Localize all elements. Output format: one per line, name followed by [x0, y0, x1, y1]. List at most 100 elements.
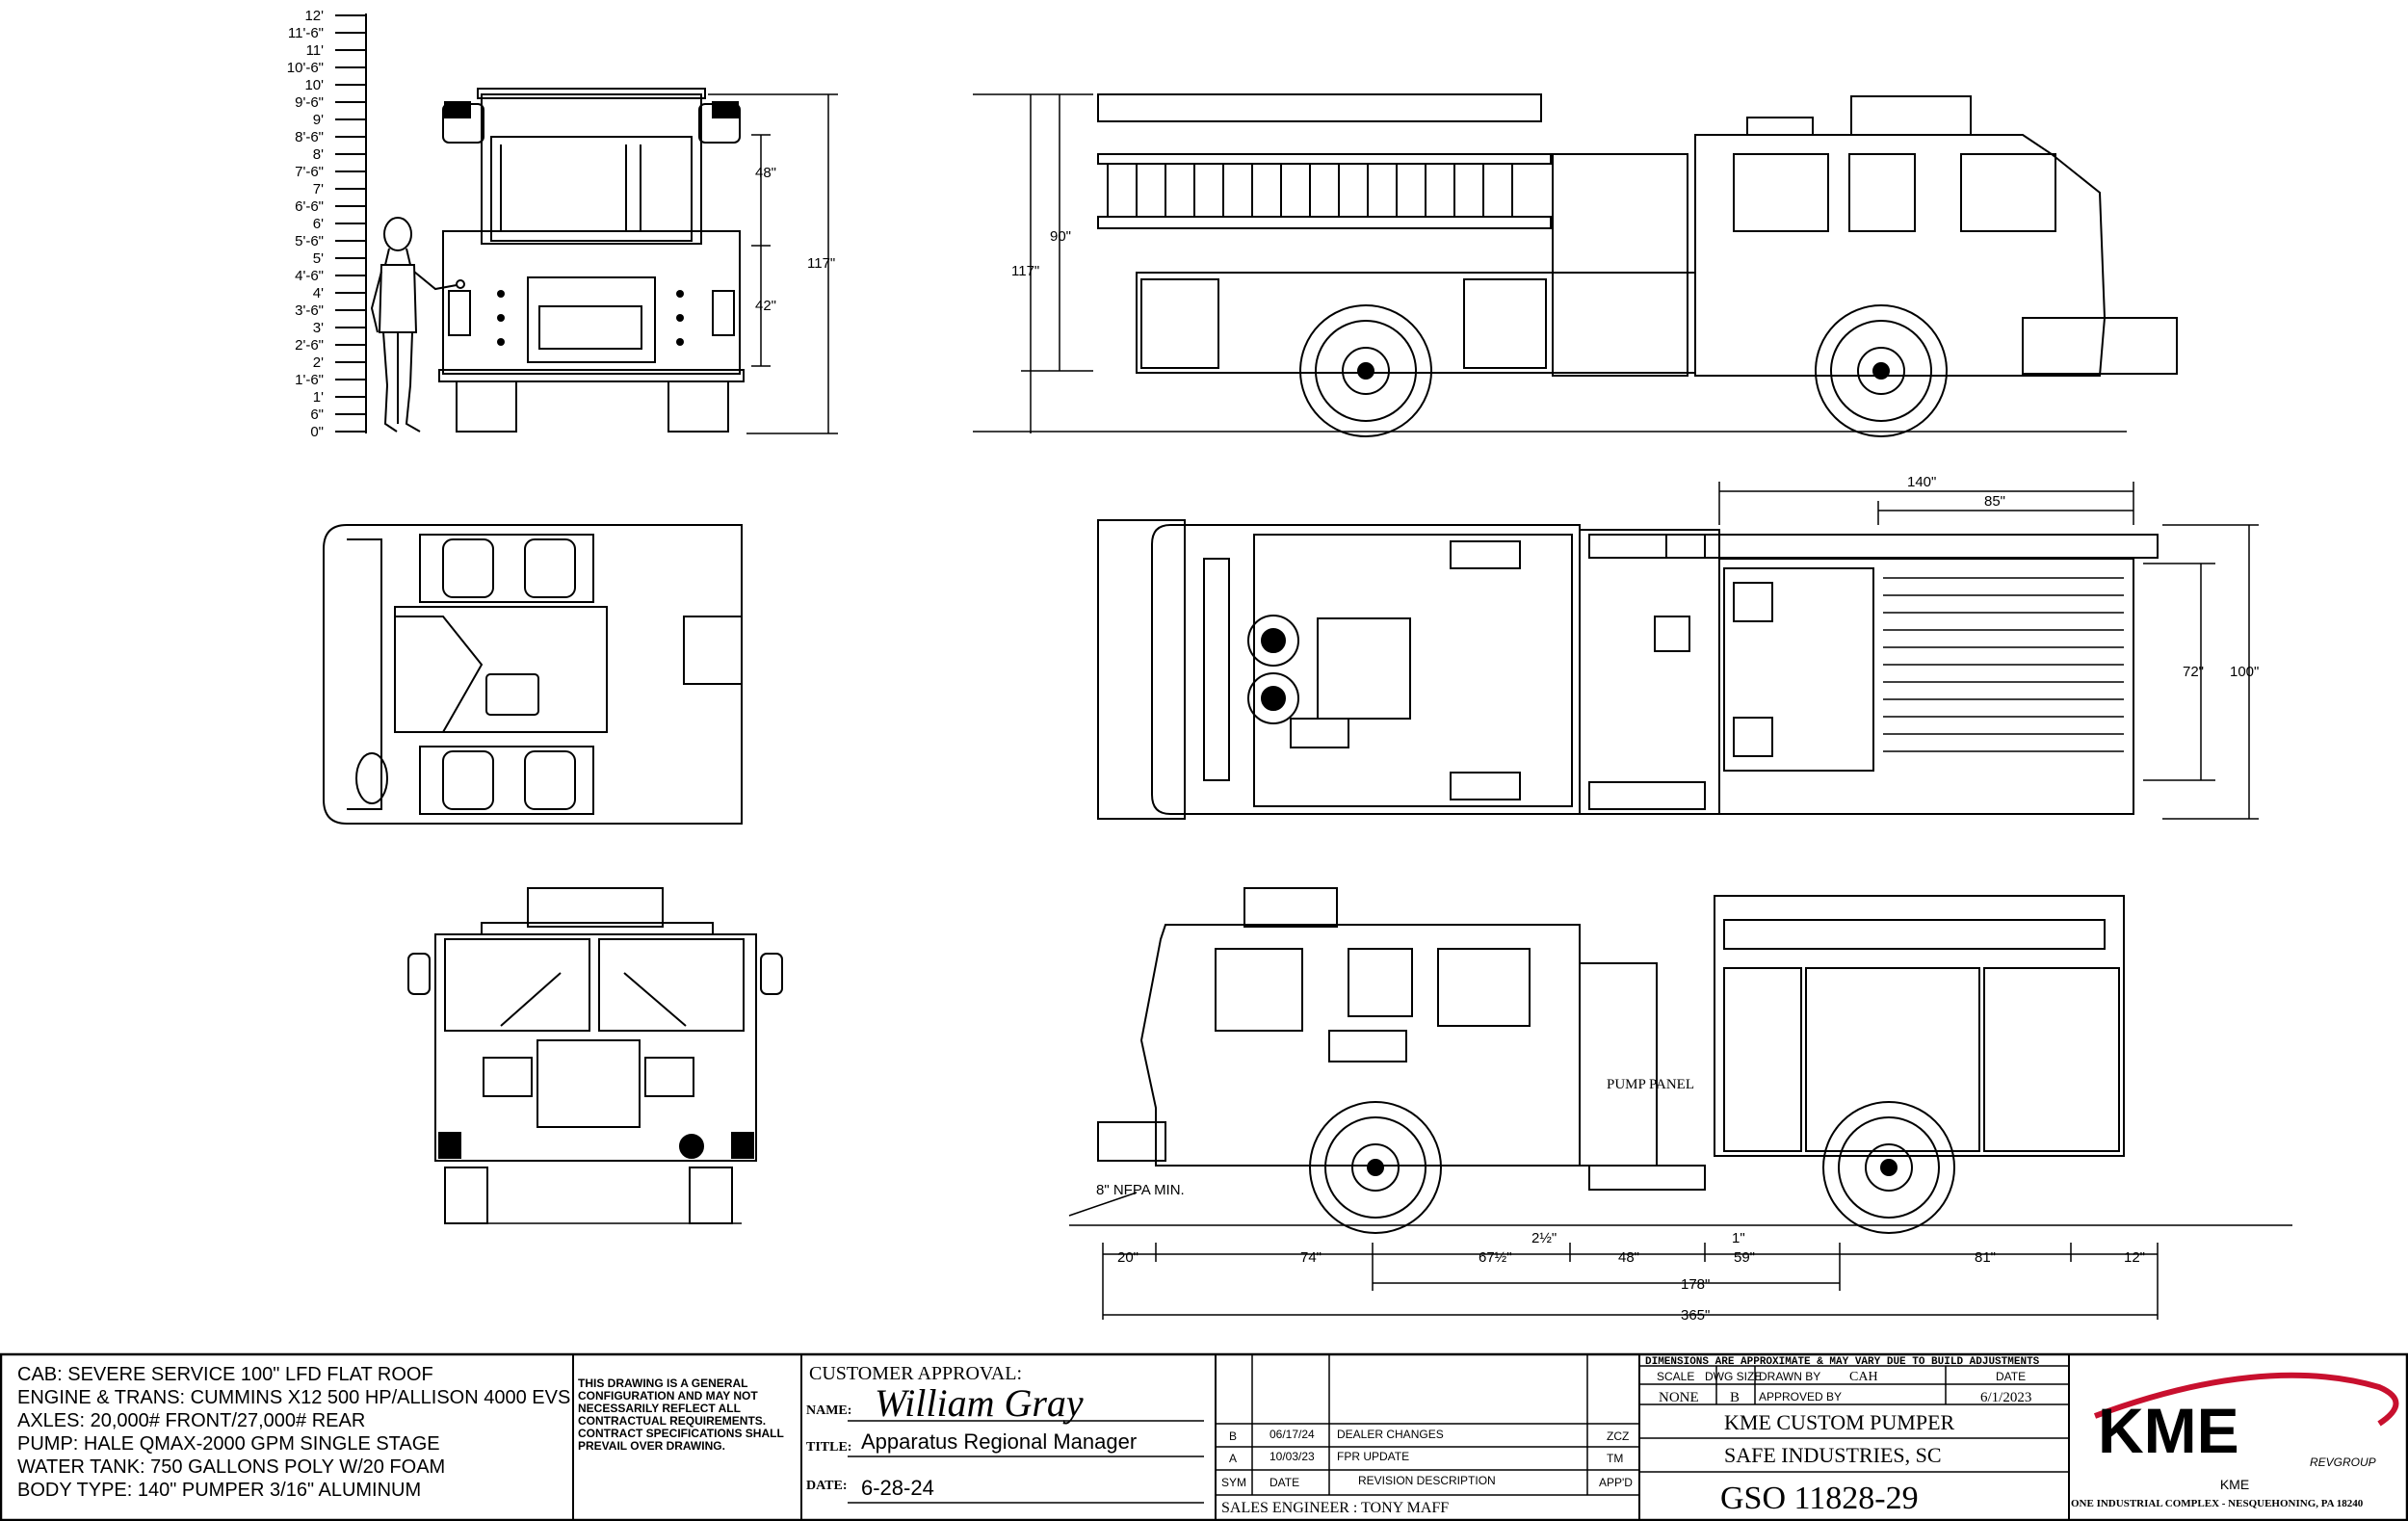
rear-dim-117: 117"	[807, 255, 835, 272]
tire	[1815, 304, 1948, 437]
wheels-driver-side	[1299, 304, 1948, 437]
dwg-size-value: B	[1730, 1390, 1740, 1405]
drawing-number: GSO 11828-29	[1720, 1481, 1919, 1516]
rear-dim-42: 42"	[755, 298, 776, 314]
side-view-officer: PUMP PANEL 8" NFPA MIN. 2½" 1" 20" 74" 6…	[1068, 887, 2292, 1324]
dim-365: 365"	[1681, 1307, 1710, 1324]
scale-label: 7'	[313, 181, 324, 197]
drawing-title: KME CUSTOM PUMPER	[1724, 1410, 1955, 1434]
brand-name: KME	[2220, 1477, 2249, 1492]
spec-line: BODY TYPE: 140" PUMPER 3/16" ALUMINUM	[17, 1480, 421, 1501]
approval-date-label: DATE:	[806, 1479, 848, 1493]
rev-header-desc: REVISION DESCRIPTION	[1358, 1474, 1496, 1487]
rev-b-date: 06/17/24	[1269, 1428, 1315, 1441]
dim-48: 48"	[1618, 1249, 1639, 1266]
height-scale: 12'11'-6"11'10'-6"10'9'-6"9'8'-6"8'7'-6"…	[287, 8, 367, 440]
scale-label: 11'-6"	[288, 25, 324, 41]
pump-panel-label: PUMP PANEL	[1607, 1077, 1694, 1092]
approval-title-value: Apparatus Regional Manager	[861, 1429, 1137, 1454]
scale-label: 5'-6"	[295, 233, 324, 249]
approval-title-label: TITLE:	[806, 1440, 851, 1455]
rev-a-desc: FPR UPDATE	[1337, 1450, 1409, 1463]
dim-2-5: 2½"	[1531, 1230, 1557, 1246]
dim-1: 1"	[1732, 1230, 1745, 1246]
rev-a-date: 10/03/23	[1269, 1450, 1315, 1463]
approved-by-label: APPROVED BY	[1759, 1390, 1842, 1403]
height-scale-ticks	[335, 14, 366, 433]
scale-label: 1'	[313, 389, 324, 406]
scale-label: 5'	[313, 250, 324, 267]
kme-logo: KME REVGROUP KME ONE INDUSTRIAL COMPLEX …	[2071, 1372, 2399, 1509]
drawn-by-label: DRAWN BY	[1759, 1370, 1820, 1383]
hub	[1857, 347, 1905, 395]
scale-label: 8'-6"	[295, 129, 324, 145]
scale-label: 12'	[304, 8, 324, 24]
logo-text: KME	[2098, 1395, 2239, 1466]
tire	[1309, 1101, 1442, 1234]
spec-line: CAB: SEVERE SERVICE 100" LFD FLAT ROOF	[17, 1364, 433, 1385]
scale-label: 2'	[313, 354, 324, 371]
spec-line: WATER TANK: 750 GALLONS POLY W/20 FOAM	[17, 1456, 445, 1478]
tire	[1822, 1101, 1955, 1234]
scale-label: 3'	[313, 320, 324, 336]
wheels-officer-side	[1309, 1101, 1955, 1234]
top-dim-72: 72"	[2183, 664, 2204, 680]
date-label: DATE	[1996, 1370, 2026, 1383]
spec-line: ENGINE & TRANS: CUMMINS X12 500 HP/ALLIS…	[17, 1387, 570, 1408]
dim-74: 74"	[1300, 1249, 1322, 1266]
rear-view: 48" 42" 117"	[438, 88, 838, 434]
side-dim-90: 90"	[1050, 228, 1071, 245]
dim-12: 12"	[2124, 1249, 2145, 1266]
disclaimer-line: CONTRACT SPECIFICATIONS SHALL	[578, 1427, 784, 1440]
scale-label: 6'	[313, 216, 324, 232]
approval-heading: CUSTOMER APPROVAL:	[809, 1363, 1022, 1384]
scale-label: 1'-6"	[295, 372, 324, 388]
disclaimer-line: CONFIGURATION AND MAY NOT	[578, 1389, 758, 1403]
rim	[1315, 320, 1417, 422]
scale-label: 10'-6"	[287, 60, 324, 76]
tire	[1299, 304, 1432, 437]
scale-label: 10'	[304, 77, 324, 93]
disclaimer-line: PREVAIL OVER DRAWING.	[578, 1439, 725, 1453]
date-value: 6/1/2023	[1980, 1390, 2031, 1405]
nfpa-label: 8" NFPA MIN.	[1096, 1182, 1185, 1198]
scale-label: 4'-6"	[295, 268, 324, 284]
rev-b-sym: B	[1229, 1429, 1237, 1443]
scale-label: 11'	[306, 42, 325, 59]
dim-81: 81"	[1975, 1249, 1996, 1266]
customer-name: SAFE INDUSTRIES, SC	[1724, 1443, 1942, 1467]
ladder-rungs	[1107, 164, 1513, 217]
scale-label: 0"	[310, 424, 324, 440]
disclaimer-line: CONTRACTUAL REQUIREMENTS.	[578, 1414, 766, 1428]
body-compartment-slats	[1883, 577, 2124, 752]
scale-label: 7'-6"	[295, 164, 324, 180]
disclaimer-line: THIS DRAWING IS A GENERAL	[578, 1377, 747, 1390]
title-note: DIMENSIONS ARE APPROXIMATE & MAY VARY DU…	[1645, 1356, 2040, 1368]
scale-label: SCALE	[1657, 1370, 1694, 1383]
human-scale-figure	[370, 217, 465, 433]
hub	[1342, 347, 1390, 395]
approval-name-label: NAME:	[806, 1403, 851, 1418]
rim	[1324, 1116, 1426, 1219]
scale-value: NONE	[1659, 1390, 1699, 1405]
dim-67-5: 67½"	[1479, 1249, 1512, 1266]
logo-sub: REVGROUP	[2310, 1455, 2376, 1469]
logo-swoosh	[2093, 1372, 2399, 1427]
approval-signature: William Gray	[875, 1381, 1084, 1425]
hub-cap	[1880, 1159, 1898, 1176]
top-dim-140: 140"	[1907, 474, 1936, 490]
scale-label: 2'-6"	[295, 337, 324, 354]
disclaimer-line: NECESSARILY REFLECT ALL	[578, 1402, 741, 1415]
sales-engineer: SALES ENGINEER : TONY MAFF	[1221, 1500, 1449, 1516]
height-scale-labels: 12'11'-6"11'10'-6"10'9'-6"9'8'-6"8'7'-6"…	[287, 8, 324, 440]
hub-cap	[1367, 1159, 1384, 1176]
hub-cap	[1357, 362, 1374, 380]
top-dim-85: 85"	[1984, 493, 2005, 510]
dim-20: 20"	[1117, 1249, 1139, 1266]
scale-label: 4'	[313, 285, 324, 302]
rev-header-sym: SYM	[1221, 1476, 1246, 1489]
approval-date-value: 6-28-24	[861, 1476, 934, 1500]
hub	[1865, 1143, 1913, 1192]
rim	[1830, 320, 1932, 422]
